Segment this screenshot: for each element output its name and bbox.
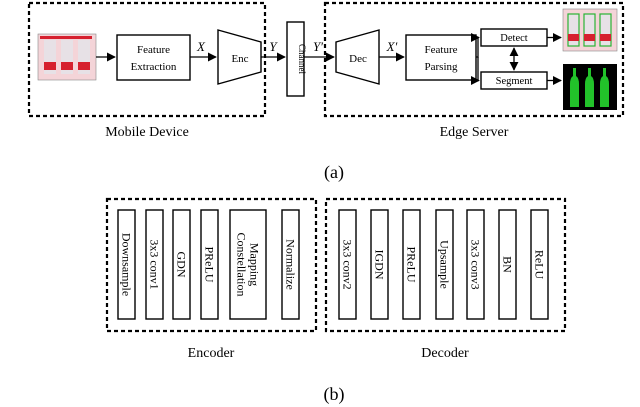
- segmentation-output-image: [563, 64, 617, 110]
- layer-box-3x3-conv1: [145, 209, 164, 320]
- caption-b: (b): [324, 384, 345, 405]
- layer-box-3x3-conv3: [466, 209, 485, 320]
- encoder-layers: Downsample 3x3 conv1 GDN PReLU Constellation…: [117, 209, 300, 320]
- var-x: X: [196, 39, 206, 54]
- decoder-region: [324, 197, 567, 333]
- layer-box-upsample: [435, 209, 454, 320]
- layer-box-downsample: [117, 209, 136, 320]
- arrow-to-detect: [470, 32, 480, 58]
- var-y: Y: [269, 39, 278, 54]
- segment-label: Segment: [496, 76, 533, 87]
- layer-label-3x3-conv2: 3x3 conv2: [341, 239, 355, 289]
- encoder-block: [217, 29, 262, 85]
- layer-box-constellation-mapping: [229, 209, 267, 320]
- layer-label-upsample: Upsample: [438, 240, 452, 289]
- layer-label-prelu: PReLU: [405, 247, 419, 283]
- detection-output-image: [562, 8, 618, 52]
- layer-box-gdn: [172, 209, 191, 320]
- layer-box-bn: [498, 209, 517, 320]
- var-y-prime: Y′: [313, 39, 323, 54]
- layer-box-igdn: [370, 209, 389, 320]
- layer-label-3x3-conv1: 3x3 conv1: [148, 239, 162, 289]
- detect-label: Detect: [500, 33, 527, 44]
- layer-label-constellation: Constellation: [235, 233, 249, 297]
- layer-label-normalize: Normalize: [284, 239, 298, 290]
- encoder-label: Encoder: [188, 346, 235, 361]
- channel-box: [286, 21, 305, 97]
- edge-server-region: [323, 1, 625, 118]
- layer-box-3x3-conv2: [338, 209, 357, 320]
- layer-label-downsample: Downsample: [120, 233, 134, 296]
- dec-label: Dec: [349, 53, 367, 65]
- layer-box-prelu: [402, 209, 421, 320]
- decoder-block: [335, 29, 380, 85]
- layer-label-relu: ReLU: [533, 250, 547, 280]
- mobile-device-label: Mobile Device: [105, 125, 189, 140]
- feature-extraction-label-2: Extraction: [131, 61, 177, 73]
- layer-label-gdn: GDN: [175, 252, 189, 278]
- layer-label-prelu: PReLU: [203, 247, 217, 283]
- var-x-prime: X′: [386, 39, 398, 54]
- caption-a: (a): [324, 162, 344, 183]
- layer-box-relu: [530, 209, 549, 320]
- channel-label: Channel: [297, 44, 307, 74]
- feature-parsing-label-1: Feature: [425, 44, 458, 56]
- layer-label-bn: BN: [501, 256, 515, 273]
- decoder-layers: 3x3 conv2 IGDN PReLU Upsample 3x3 conv3 BN ReL…: [338, 209, 549, 320]
- feature-extraction-box: [116, 34, 191, 81]
- input-image: [37, 33, 97, 81]
- layer-label-mapping: Mapping: [248, 243, 262, 286]
- layer-label-3x3-conv3: 3x3 conv3: [469, 239, 483, 289]
- layer-box-prelu: [200, 209, 219, 320]
- edge-server-label: Edge Server: [440, 125, 509, 140]
- layer-label-igdn: IGDN: [373, 250, 387, 280]
- feature-parsing-box: [405, 34, 477, 81]
- encoder-region: [105, 197, 318, 333]
- layer-box-normalize: [281, 209, 300, 320]
- arrow-to-segment: [470, 57, 480, 86]
- enc-label: Enc: [231, 53, 248, 65]
- decoder-label: Decoder: [421, 346, 469, 361]
- feature-extraction-label-1: Feature: [137, 44, 170, 56]
- feature-parsing-label-2: Parsing: [425, 61, 459, 73]
